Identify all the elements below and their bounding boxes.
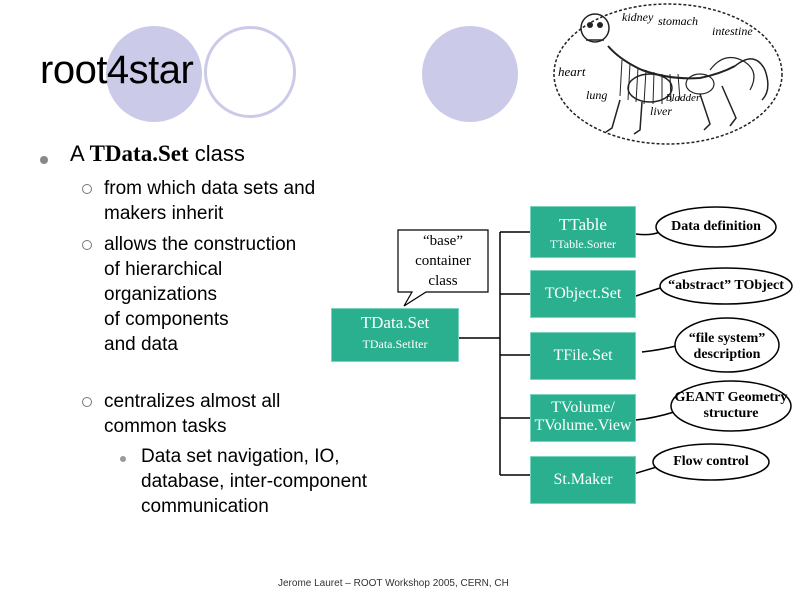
- label-kidney: kidney: [622, 10, 654, 24]
- bullet-tdataset: A TData.Set class: [70, 141, 245, 167]
- ring-bullet-icon: [82, 240, 92, 250]
- animal-anatomy-image: kidney stomach intestine heart lung blad…: [550, 0, 790, 148]
- bullet-classname: TData.Set: [89, 141, 189, 166]
- node-stmaker: St.Maker: [530, 456, 636, 504]
- deco-circle-filled: [106, 26, 202, 122]
- deco-circle-filled-right: [422, 26, 518, 122]
- cloud-data-definition: Data definition: [671, 219, 761, 234]
- tdatasetiter-label: TData.SetIter: [362, 337, 428, 351]
- sub-bullet-construction: allows the construction of hierarchical …: [104, 234, 297, 355]
- cloud-flow-control: Flow control: [673, 454, 749, 469]
- label-bladder: bladder: [666, 92, 701, 104]
- deco-circle-outline: [204, 26, 296, 118]
- tdataset-label: TData.Set: [360, 313, 430, 332]
- node-tvolume: TVolume/ TVolume.View: [530, 394, 636, 442]
- sub-bullet-inherit: from which data sets and makers inherit: [104, 178, 316, 224]
- node-tfileset: TFile.Set: [530, 332, 636, 380]
- label-lung: lung: [586, 88, 608, 102]
- sub-bullet-centralizes: centralizes almost all common tasks: [104, 391, 281, 437]
- label-intestine: intestine: [712, 24, 753, 38]
- slide-title: root4star: [40, 48, 194, 92]
- bullet-dot-icon: [40, 156, 48, 164]
- tdataset-box: TData.Set TData.SetIter: [331, 308, 459, 362]
- ring-bullet-icon: [82, 184, 92, 194]
- base-container-callout: “base” container class: [415, 233, 471, 289]
- label-liver: liver: [650, 104, 672, 118]
- ring-bullet-icon: [82, 397, 92, 407]
- cloud-geant-geometry: GEANT Geometry structure: [674, 390, 788, 421]
- small-dot-icon: [120, 456, 126, 462]
- bullet-suffix: class: [194, 141, 245, 166]
- node-ttable: TTable TTable.Sorter: [530, 206, 636, 258]
- node-tobjectset: TObject.Set: [530, 270, 636, 318]
- bullet-prefix: A: [70, 141, 84, 166]
- slide-footer: Jerome Lauret – ROOT Workshop 2005, CERN…: [278, 578, 509, 589]
- sub-detail: Data set navigation, IO, database, inter…: [141, 446, 368, 517]
- label-heart: heart: [558, 64, 586, 79]
- cloud-abstract-tobject: “abstract” TObject: [668, 278, 784, 293]
- skeleton-drawing: [553, 3, 783, 145]
- label-stomach: stomach: [658, 14, 698, 28]
- cloud-file-system: “file system” description: [688, 331, 766, 362]
